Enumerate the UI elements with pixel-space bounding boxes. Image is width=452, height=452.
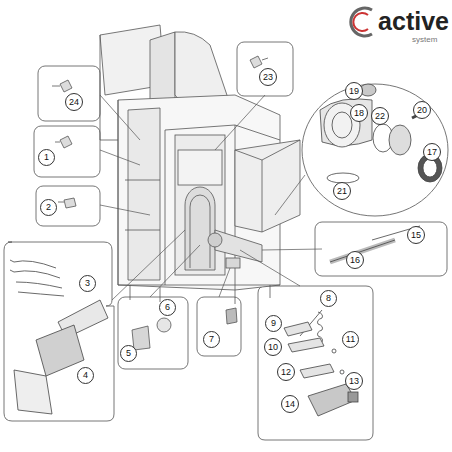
callout-number: 7: [209, 335, 214, 344]
callout-number: 20: [417, 106, 427, 115]
callout-number: 8: [326, 294, 331, 303]
callout-number: 6: [165, 303, 170, 312]
callout-number: 12: [281, 368, 291, 377]
callout-circle: 21: [333, 182, 351, 200]
callout-circle: 20: [413, 101, 431, 119]
callout-number: 9: [271, 319, 276, 328]
callout-number: 5: [126, 349, 131, 358]
callout-circle: 15: [407, 226, 425, 244]
callout-number: 2: [46, 203, 51, 212]
callout-circle: 18: [350, 104, 368, 122]
callout-number: 14: [285, 400, 295, 409]
callout-number: 16: [350, 256, 360, 265]
callout-circle: 12: [277, 363, 295, 381]
callout-circle: 7: [203, 331, 220, 348]
callout-number: 13: [349, 377, 359, 386]
callout-number: 1: [44, 153, 49, 162]
callout-circle: 16: [346, 251, 364, 269]
callout-circle: 11: [342, 331, 359, 348]
callout-circle: 3: [79, 275, 96, 292]
callout-circle: 1: [38, 149, 55, 166]
callout-number: 24: [69, 98, 79, 107]
callout-circle: 22: [371, 107, 389, 125]
callout-circle: 24: [65, 93, 83, 111]
callout-number: 15: [411, 231, 421, 240]
logo-word: active: [378, 9, 449, 34]
callout-circle: 5: [120, 345, 137, 362]
logo-subword: system: [412, 36, 437, 44]
callout-number: 10: [268, 343, 278, 352]
callout-circle: 2: [40, 199, 57, 216]
callout-circle: 8: [320, 290, 337, 307]
callout-number: 18: [354, 109, 364, 118]
callout-circle: 13: [345, 372, 363, 390]
callout-circle: 10: [264, 338, 282, 356]
callout-number: 19: [349, 87, 359, 96]
callout-number: 23: [263, 73, 273, 82]
callout-circle: 9: [265, 315, 282, 332]
callout-circle: 4: [77, 367, 94, 384]
callout-number: 21: [337, 187, 347, 196]
callout-circle: 19: [345, 82, 363, 100]
callout-circle: 6: [159, 299, 176, 316]
callout-circle: 17: [423, 143, 441, 161]
callout-circle: 23: [259, 68, 277, 86]
callout-number: 3: [85, 279, 90, 288]
callout-circle: 14: [281, 395, 299, 413]
callout-number: 17: [427, 148, 437, 157]
callout-number: 11: [346, 335, 355, 344]
callout-number: 4: [83, 371, 88, 380]
callout-number: 22: [375, 112, 385, 121]
